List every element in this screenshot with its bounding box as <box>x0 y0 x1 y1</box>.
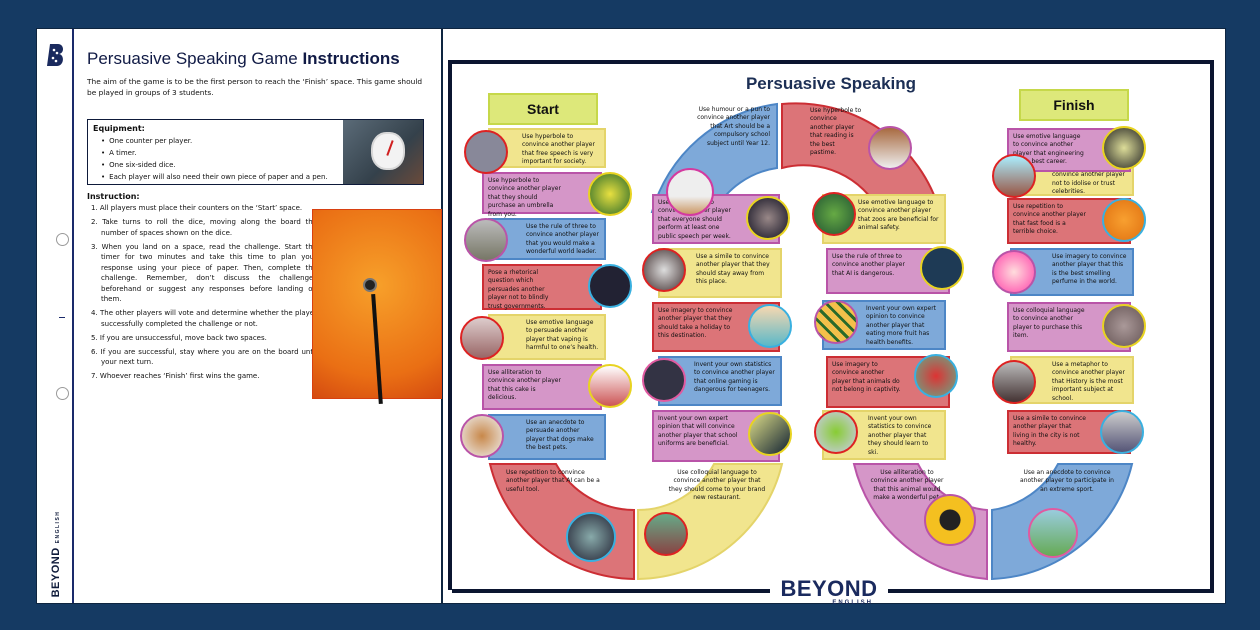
instruction-step: 3. When you land on a space, read the ch… <box>91 242 317 304</box>
game-board: Persuasive Speaking Start Finish Use hyp… <box>448 60 1214 606</box>
ai-network-image <box>566 512 616 562</box>
tag-image <box>588 264 632 308</box>
equipment-heading: Equipment: <box>93 124 145 133</box>
gaming-image <box>642 358 686 402</box>
zoo-image <box>812 192 856 236</box>
skier-image <box>814 410 858 454</box>
fast-food-image <box>1102 198 1146 242</box>
person-image <box>460 316 504 360</box>
ai-hand-image <box>920 246 964 290</box>
umbrella-image <box>588 172 632 216</box>
binder-ring-hole <box>56 387 69 400</box>
instruction-step: 7. Whoever reaches ‘Finish’ first wins t… <box>91 372 260 380</box>
fruit-image <box>814 300 858 344</box>
speech-bubble-image <box>464 130 508 174</box>
equipment-box: Equipment: One counter per player. A tim… <box>87 119 424 185</box>
divider-line <box>452 589 770 593</box>
extreme-sport-image <box>1028 508 1078 558</box>
microphone-image <box>312 209 442 405</box>
spider-image <box>924 494 976 546</box>
beyond-english-logo: BEYOND ENGLISH <box>780 576 878 607</box>
instruction-section: Instruction: 1. All players must place t… <box>87 192 317 385</box>
timer-image <box>343 120 423 184</box>
celebrity-crowd-image <box>992 154 1036 198</box>
instruction-step: 1. All players must place their counters… <box>91 204 303 212</box>
sidebar-brand: BEYONDENGLISH <box>50 510 62 598</box>
divider-line <box>888 589 1214 593</box>
equipment-list: One counter per player. A timer. One six… <box>93 135 338 183</box>
board-space: Use hyperbole to convince another player… <box>482 172 602 218</box>
binder-ring-hole <box>56 233 69 246</box>
ruins-image <box>642 248 686 292</box>
instruction-step: 5. If you are unsuccessful, move back tw… <box>91 333 267 342</box>
board-space: Pose a rhetorical question which persuad… <box>482 264 602 310</box>
board-space: Use hyperbole to convince another player… <box>810 107 862 157</box>
instruction-step: 4. The other players will vote and deter… <box>91 309 317 328</box>
tool-image <box>1102 304 1146 348</box>
crowd-image <box>746 196 790 240</box>
building-image <box>464 218 508 262</box>
board-space: Use alliteration to convince another pla… <box>482 364 602 410</box>
colosseum-image <box>992 360 1036 404</box>
parrot-image <box>914 354 958 398</box>
perfume-image <box>992 250 1036 294</box>
instruction-heading: Instruction: <box>87 192 140 201</box>
dog-image <box>460 414 504 458</box>
instructions-page: BEYONDENGLISH Persuasive Speaking Game I… <box>36 28 442 604</box>
city-image <box>1100 410 1144 454</box>
equipment-item: Each player will also need their own pie… <box>101 171 338 183</box>
equipment-item: One six-sided dice. <box>101 159 338 171</box>
board-space: Use hyperbole to convince another player… <box>488 128 606 168</box>
page-sidebar: BEYONDENGLISH <box>37 29 74 603</box>
board-space: Use colloquial language to convince anot… <box>668 469 766 502</box>
board-space: Use an anecdote to persuade another play… <box>488 414 606 460</box>
pencils-image <box>666 168 714 216</box>
board-space: Use emotive language to persuade another… <box>488 314 606 360</box>
board-title: Persuasive Speaking <box>745 74 917 93</box>
instruction-step: 6. If you are successful, stay where you… <box>91 347 317 367</box>
board-space: Use repetition to convince another playe… <box>506 469 600 493</box>
instruction-steps: 1. All players must place their counters… <box>87 203 317 382</box>
page-title: Persuasive Speaking Game Instructions <box>87 49 400 68</box>
finish-space: Finish <box>1019 89 1129 121</box>
intro-text: The aim of the game is to be the first p… <box>87 77 423 97</box>
beach-image <box>748 304 792 348</box>
uniform-image <box>748 412 792 456</box>
board-space: Use humour or a pun to convince another … <box>697 106 770 147</box>
equipment-item: One counter per player. <box>101 135 338 147</box>
board-space: Use alliteration to convince another pla… <box>870 469 944 502</box>
instruction-step: 2. Take turns to roll the dice, moving a… <box>91 218 317 237</box>
cake-image <box>588 364 632 408</box>
timer-icon <box>371 132 405 170</box>
board-space: Use the rule of three to convince anothe… <box>488 218 606 260</box>
start-space: Start <box>488 93 598 125</box>
board-space: Use an anecdote to convince another play… <box>1020 469 1114 493</box>
beyond-logo-icon <box>47 44 64 66</box>
reading-dog-image <box>868 126 912 170</box>
restaurant-image <box>644 512 688 556</box>
equipment-item: A timer. <box>101 147 338 159</box>
fold-mark <box>59 317 65 318</box>
microphone-icon <box>363 278 377 292</box>
game-board-page: Persuasive Speaking Start Finish Use hyp… <box>442 28 1226 606</box>
engineering-image <box>1102 126 1146 170</box>
